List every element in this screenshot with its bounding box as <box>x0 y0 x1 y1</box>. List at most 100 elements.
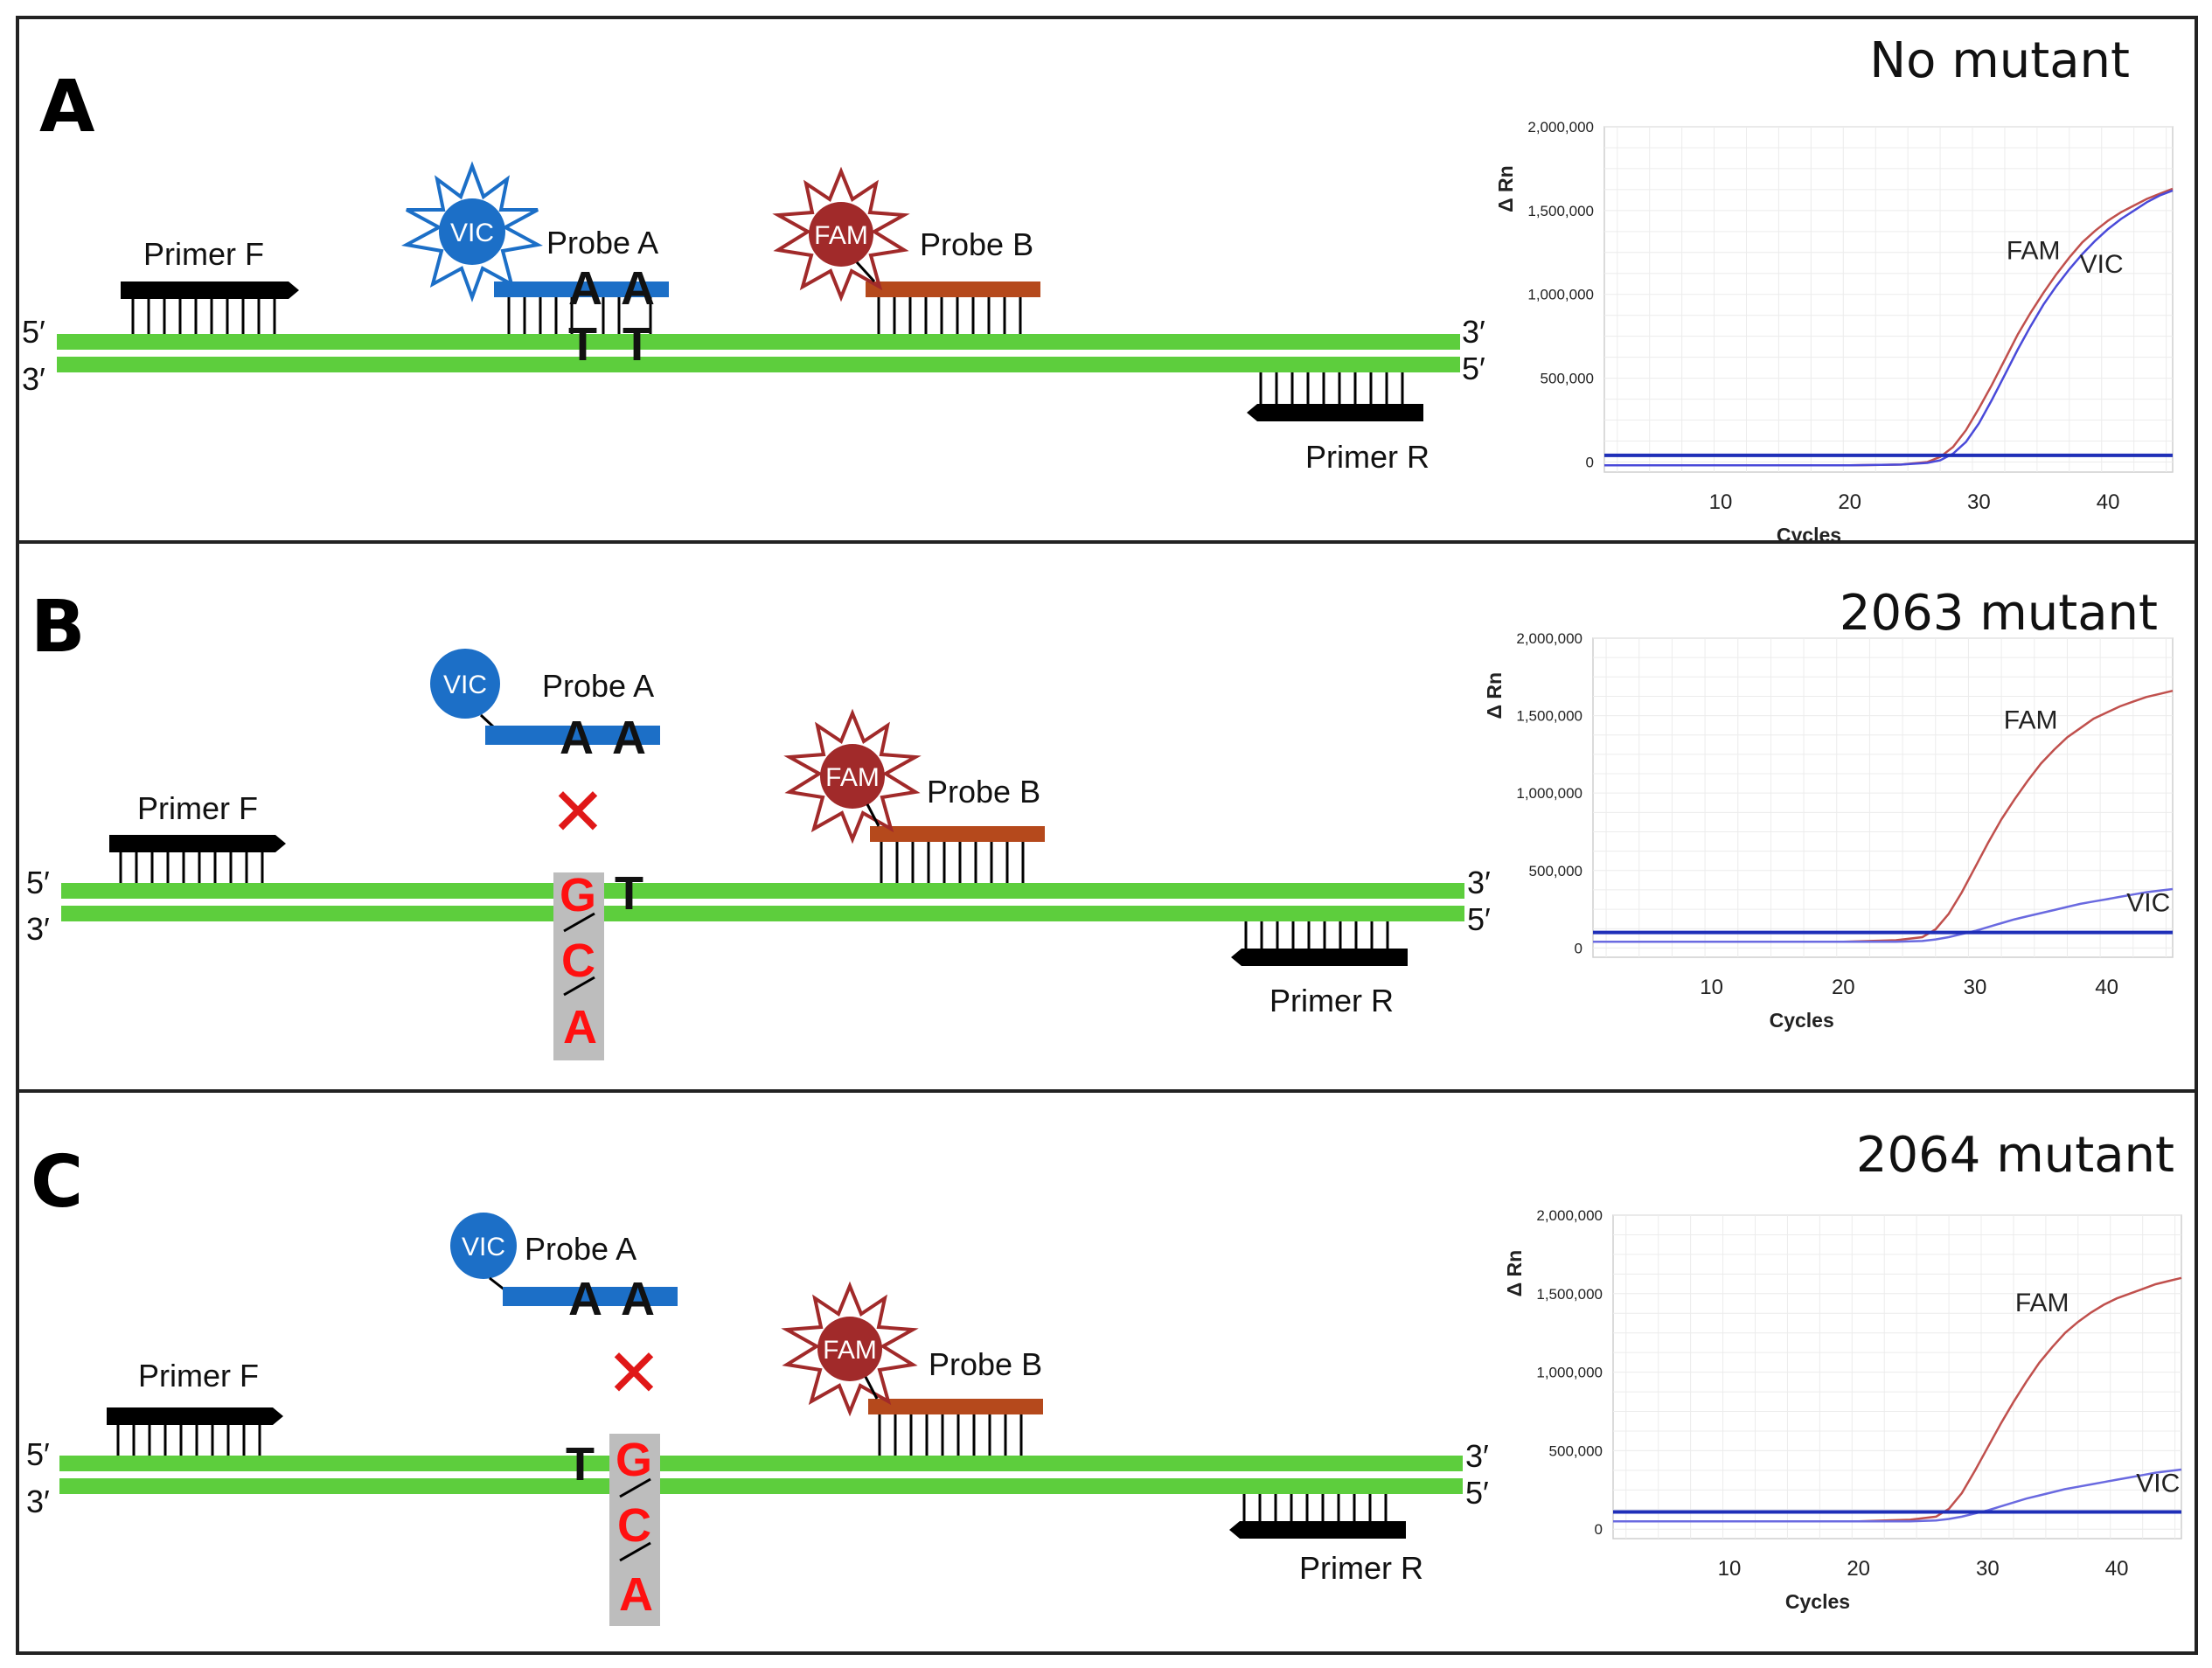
mutation-base: G <box>616 1434 652 1486</box>
fam-dye-icon <box>817 1317 882 1381</box>
y-tick-label: 1,500,000 <box>1516 708 1582 725</box>
strand-end-top-left: 5′ <box>26 865 50 900</box>
series-line-vic <box>1593 887 2174 943</box>
y-axis-label: Δ Rn <box>1503 1250 1526 1297</box>
mutation-base: G <box>560 869 596 921</box>
fam-dye-icon <box>820 744 885 809</box>
strand-end-top-left: 5′ <box>22 314 45 350</box>
y-tick-label: 1,000,000 <box>1516 785 1582 802</box>
condition-title: 2064 mutant <box>1856 1127 2174 1184</box>
y-tick-label: 500,000 <box>1529 863 1582 879</box>
condition-title: No mutant <box>1869 32 2130 89</box>
x-tick-label: 40 <box>2095 976 2118 999</box>
series-label-fam: FAM <box>2015 1289 2069 1317</box>
x-axis-label: Cycles <box>1770 1009 1834 1032</box>
strand-end-top-right: 3′ <box>1462 314 1485 350</box>
probe-b: FAM Probe B <box>788 712 1045 883</box>
panel-c: C 2064 mutant 5′ 3′ 3′ 5′ Primer F VIC P… <box>16 1089 2198 1655</box>
vic-dye-icon <box>450 1213 517 1279</box>
vic-dye-label: VIC <box>443 671 487 699</box>
y-tick-label: 500,000 <box>1541 371 1594 387</box>
dna-bottom-strand <box>59 1478 1463 1494</box>
series-label-fam: FAM <box>2004 705 2058 734</box>
strand-end-top-left: 5′ <box>26 1436 50 1472</box>
y-tick-label: 2,000,000 <box>1527 119 1594 136</box>
probe-base: A <box>560 712 594 764</box>
condition-title: 2063 mutant <box>1840 585 2158 642</box>
strand-end-bottom-right: 5′ <box>1467 901 1491 937</box>
panel-letter: B <box>31 586 86 669</box>
series-label-vic: VIC <box>2080 250 2124 279</box>
probe-b-label: Probe B <box>929 1346 1042 1382</box>
primer-r: Primer R <box>1247 372 1429 475</box>
y-axis-label: Δ Rn <box>1483 672 1506 719</box>
fam-dye-label: FAM <box>823 1336 877 1365</box>
dna-bottom-strand <box>61 906 1464 921</box>
mutation-base: A <box>563 1001 597 1053</box>
target-base: T <box>623 318 651 371</box>
mutation-base: C <box>561 935 595 987</box>
primer-f-label: Primer F <box>138 1358 259 1393</box>
probe-base: A <box>568 1273 602 1325</box>
y-tick-label: 0 <box>1595 1521 1603 1538</box>
series-label-vic: VIC <box>2126 889 2170 918</box>
primer-r: Primer R <box>1231 921 1408 1018</box>
mutation-highlight: G C A <box>553 869 604 1060</box>
panel-a: A No mutant 5′ 3′ 3′ 5′ Primer F VIC Pro… <box>16 16 2198 546</box>
probe-a: VIC Probe A A A T T <box>405 164 669 371</box>
x-tick-label: 20 <box>1832 976 1855 999</box>
dna-top-strand <box>59 1456 1463 1471</box>
panel-letter: C <box>31 1141 83 1224</box>
strand-end-top-right: 3′ <box>1465 1438 1489 1474</box>
mutation-base: C <box>617 1499 651 1552</box>
series-line-vic <box>1613 1468 2182 1523</box>
probe-base: A <box>612 712 646 764</box>
strand-end-bottom-right: 5′ <box>1462 351 1485 386</box>
primer-f: Primer F <box>109 790 286 883</box>
x-tick-label: 10 <box>1709 490 1733 514</box>
probe-a: VIC Probe A A A <box>450 1213 678 1325</box>
chart-b: 0 500,000 1,000,000 1,500,000 2,000,000 10 20 3… <box>1483 630 2174 1032</box>
fam-dye-label: FAM <box>825 763 880 792</box>
primer-f: Primer F <box>107 1358 283 1456</box>
y-tick-label: 2,000,000 <box>1516 630 1582 647</box>
y-tick-label: 500,000 <box>1549 1442 1603 1459</box>
probe-base: A <box>621 1273 655 1325</box>
vic-dye-icon <box>430 649 500 719</box>
x-tick-label: 30 <box>1976 1557 2000 1581</box>
target-base: T <box>568 318 597 371</box>
x-axis-label: Cycles <box>1785 1590 1850 1613</box>
mismatch-x-icon: ✕ <box>550 773 606 851</box>
fam-dye-label: FAM <box>814 221 868 250</box>
series-line-vic <box>1604 189 2174 467</box>
x-tick-label: 10 <box>1700 976 1723 999</box>
primer-r-label: Primer R <box>1269 983 1394 1018</box>
vic-dye-label: VIC <box>462 1233 505 1261</box>
primer-r-label: Primer R <box>1305 439 1429 475</box>
y-tick-label: 0 <box>1575 940 1582 956</box>
dna-bottom-strand <box>57 357 1460 372</box>
dna-top-strand <box>57 334 1460 350</box>
probe-b-label: Probe B <box>920 226 1033 262</box>
y-tick-label: 1,500,000 <box>1536 1286 1603 1303</box>
primer-r: Primer R <box>1229 1494 1423 1586</box>
plot-area <box>1603 126 2174 473</box>
primer-r-label: Primer R <box>1299 1550 1423 1586</box>
panel-letter: A <box>39 66 95 149</box>
x-tick-label: 20 <box>1847 1557 1870 1581</box>
strand-end-bottom-right: 5′ <box>1465 1475 1489 1511</box>
probe-b: FAM Probe B <box>776 170 1040 334</box>
primer-f-label: Primer F <box>137 790 258 826</box>
probe-base: A <box>568 262 602 315</box>
target-base: T <box>615 867 643 920</box>
strand-end-top-right: 3′ <box>1467 865 1491 900</box>
vic-dye-icon <box>439 198 505 265</box>
x-tick-label: 30 <box>1967 490 1991 514</box>
y-tick-label: 1,000,000 <box>1536 1365 1603 1381</box>
x-tick-label: 30 <box>1964 976 1987 999</box>
x-tick-label: 10 <box>1718 1557 1742 1581</box>
y-tick-label: 1,500,000 <box>1527 203 1594 219</box>
mutation-base: A <box>619 1568 653 1621</box>
